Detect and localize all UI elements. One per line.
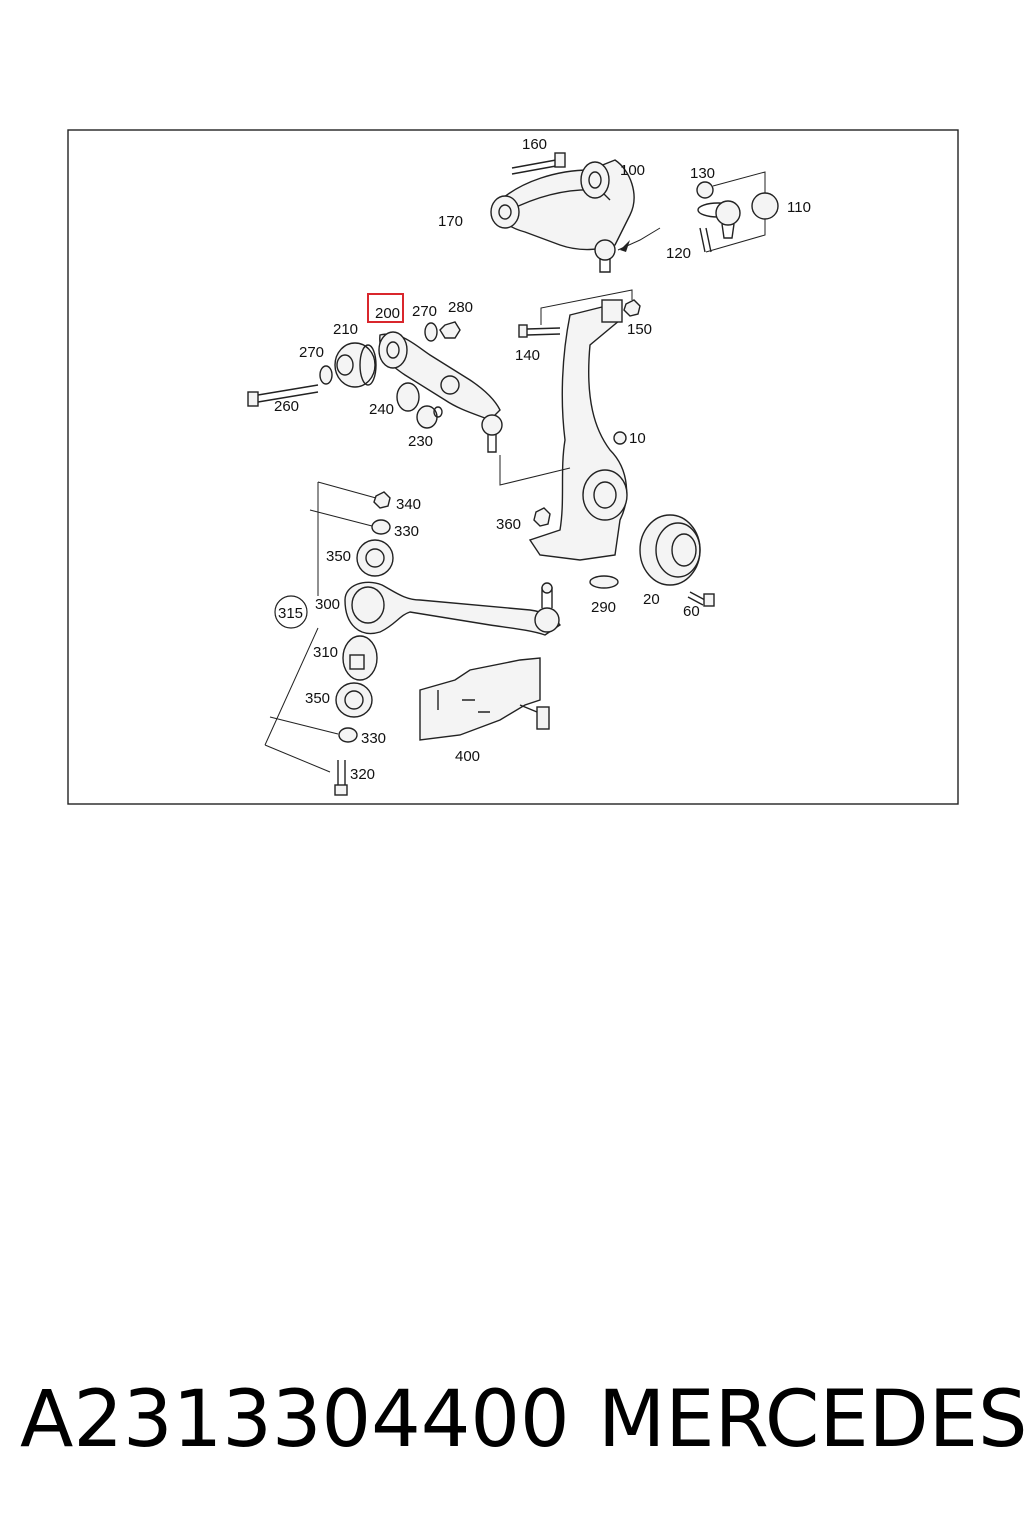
nut-280 (439, 321, 461, 339)
callout-150: 150 (627, 321, 652, 338)
brand-name: MERCEDES (598, 1375, 1024, 1465)
callout-130: 130 (690, 165, 715, 182)
bushing-350-top (356, 539, 394, 577)
callout-240: 240 (369, 401, 394, 418)
bolt-260 (247, 384, 319, 407)
leader-315 (264, 481, 377, 773)
ball-joint-110 (617, 171, 779, 253)
washer-330-top (371, 519, 391, 535)
callout-10: 10 (629, 430, 646, 447)
shield-400 (419, 657, 550, 741)
callout-315: 315 (278, 605, 303, 622)
bushing-350-bottom (335, 682, 373, 718)
parts-diagram: 160 100 130 110 170 120 200 270 280 210 … (67, 129, 959, 805)
callout-270-left: 270 (299, 344, 324, 361)
callout-400: 400 (455, 748, 480, 765)
caption: A2313304400 MERCEDES (20, 1370, 1024, 1470)
steering-knuckle-10 (528, 299, 628, 561)
callout-290: 290 (591, 599, 616, 616)
leader-140-150 (540, 289, 633, 325)
washer-330-bottom (338, 727, 358, 743)
part-number: A2313304400 (20, 1375, 570, 1465)
nut-360 (533, 507, 551, 527)
bolt-160 (511, 152, 566, 175)
washer-270-left (319, 365, 333, 385)
callout-20: 20 (643, 591, 660, 608)
bolt-320 (334, 760, 348, 796)
callout-230: 230 (408, 433, 433, 450)
lower-control-arm-200 (378, 331, 503, 453)
callout-160: 160 (522, 136, 547, 153)
callout-120: 120 (666, 245, 691, 262)
nut-150 (623, 299, 641, 317)
callout-320: 320 (350, 766, 375, 783)
callout-210: 210 (333, 321, 358, 338)
callout-360: 360 (496, 516, 521, 533)
diagram-frame (67, 129, 959, 805)
callout-60: 60 (683, 603, 700, 620)
callout-100: 100 (620, 162, 645, 179)
washer-270-right (424, 322, 438, 342)
wheel-hub-20 (639, 514, 701, 586)
upper-control-arm (490, 159, 635, 273)
callout-110: 110 (787, 199, 811, 216)
nut-340 (373, 491, 391, 509)
callout-330-bottom: 330 (361, 730, 386, 747)
seal-290 (589, 575, 619, 589)
callout-350-top: 350 (326, 548, 351, 565)
bolt-140 (518, 324, 561, 338)
bushing-310 (342, 635, 378, 681)
callout-140: 140 (515, 347, 540, 364)
callout-350-bottom: 350 (305, 690, 330, 707)
callout-310: 310 (313, 644, 338, 661)
bushing-240 (396, 382, 420, 412)
callout-330-top: 330 (394, 523, 419, 540)
callout-340: 340 (396, 496, 421, 513)
callout-260: 260 (274, 398, 299, 415)
lower-control-arm-300 (344, 581, 561, 636)
callout-200: 200 (375, 305, 400, 322)
bushing-230 (416, 405, 443, 429)
callout-300: 300 (315, 596, 340, 613)
callout-280: 280 (448, 299, 473, 316)
bushing-210 (334, 342, 377, 388)
callout-170: 170 (438, 213, 463, 230)
callout-circle-315 (274, 595, 308, 629)
bolt-60 (687, 591, 715, 607)
callout-270-right: 270 (412, 303, 437, 320)
leader-230-knuckle (499, 455, 571, 486)
highlight-box-200 (367, 293, 404, 323)
